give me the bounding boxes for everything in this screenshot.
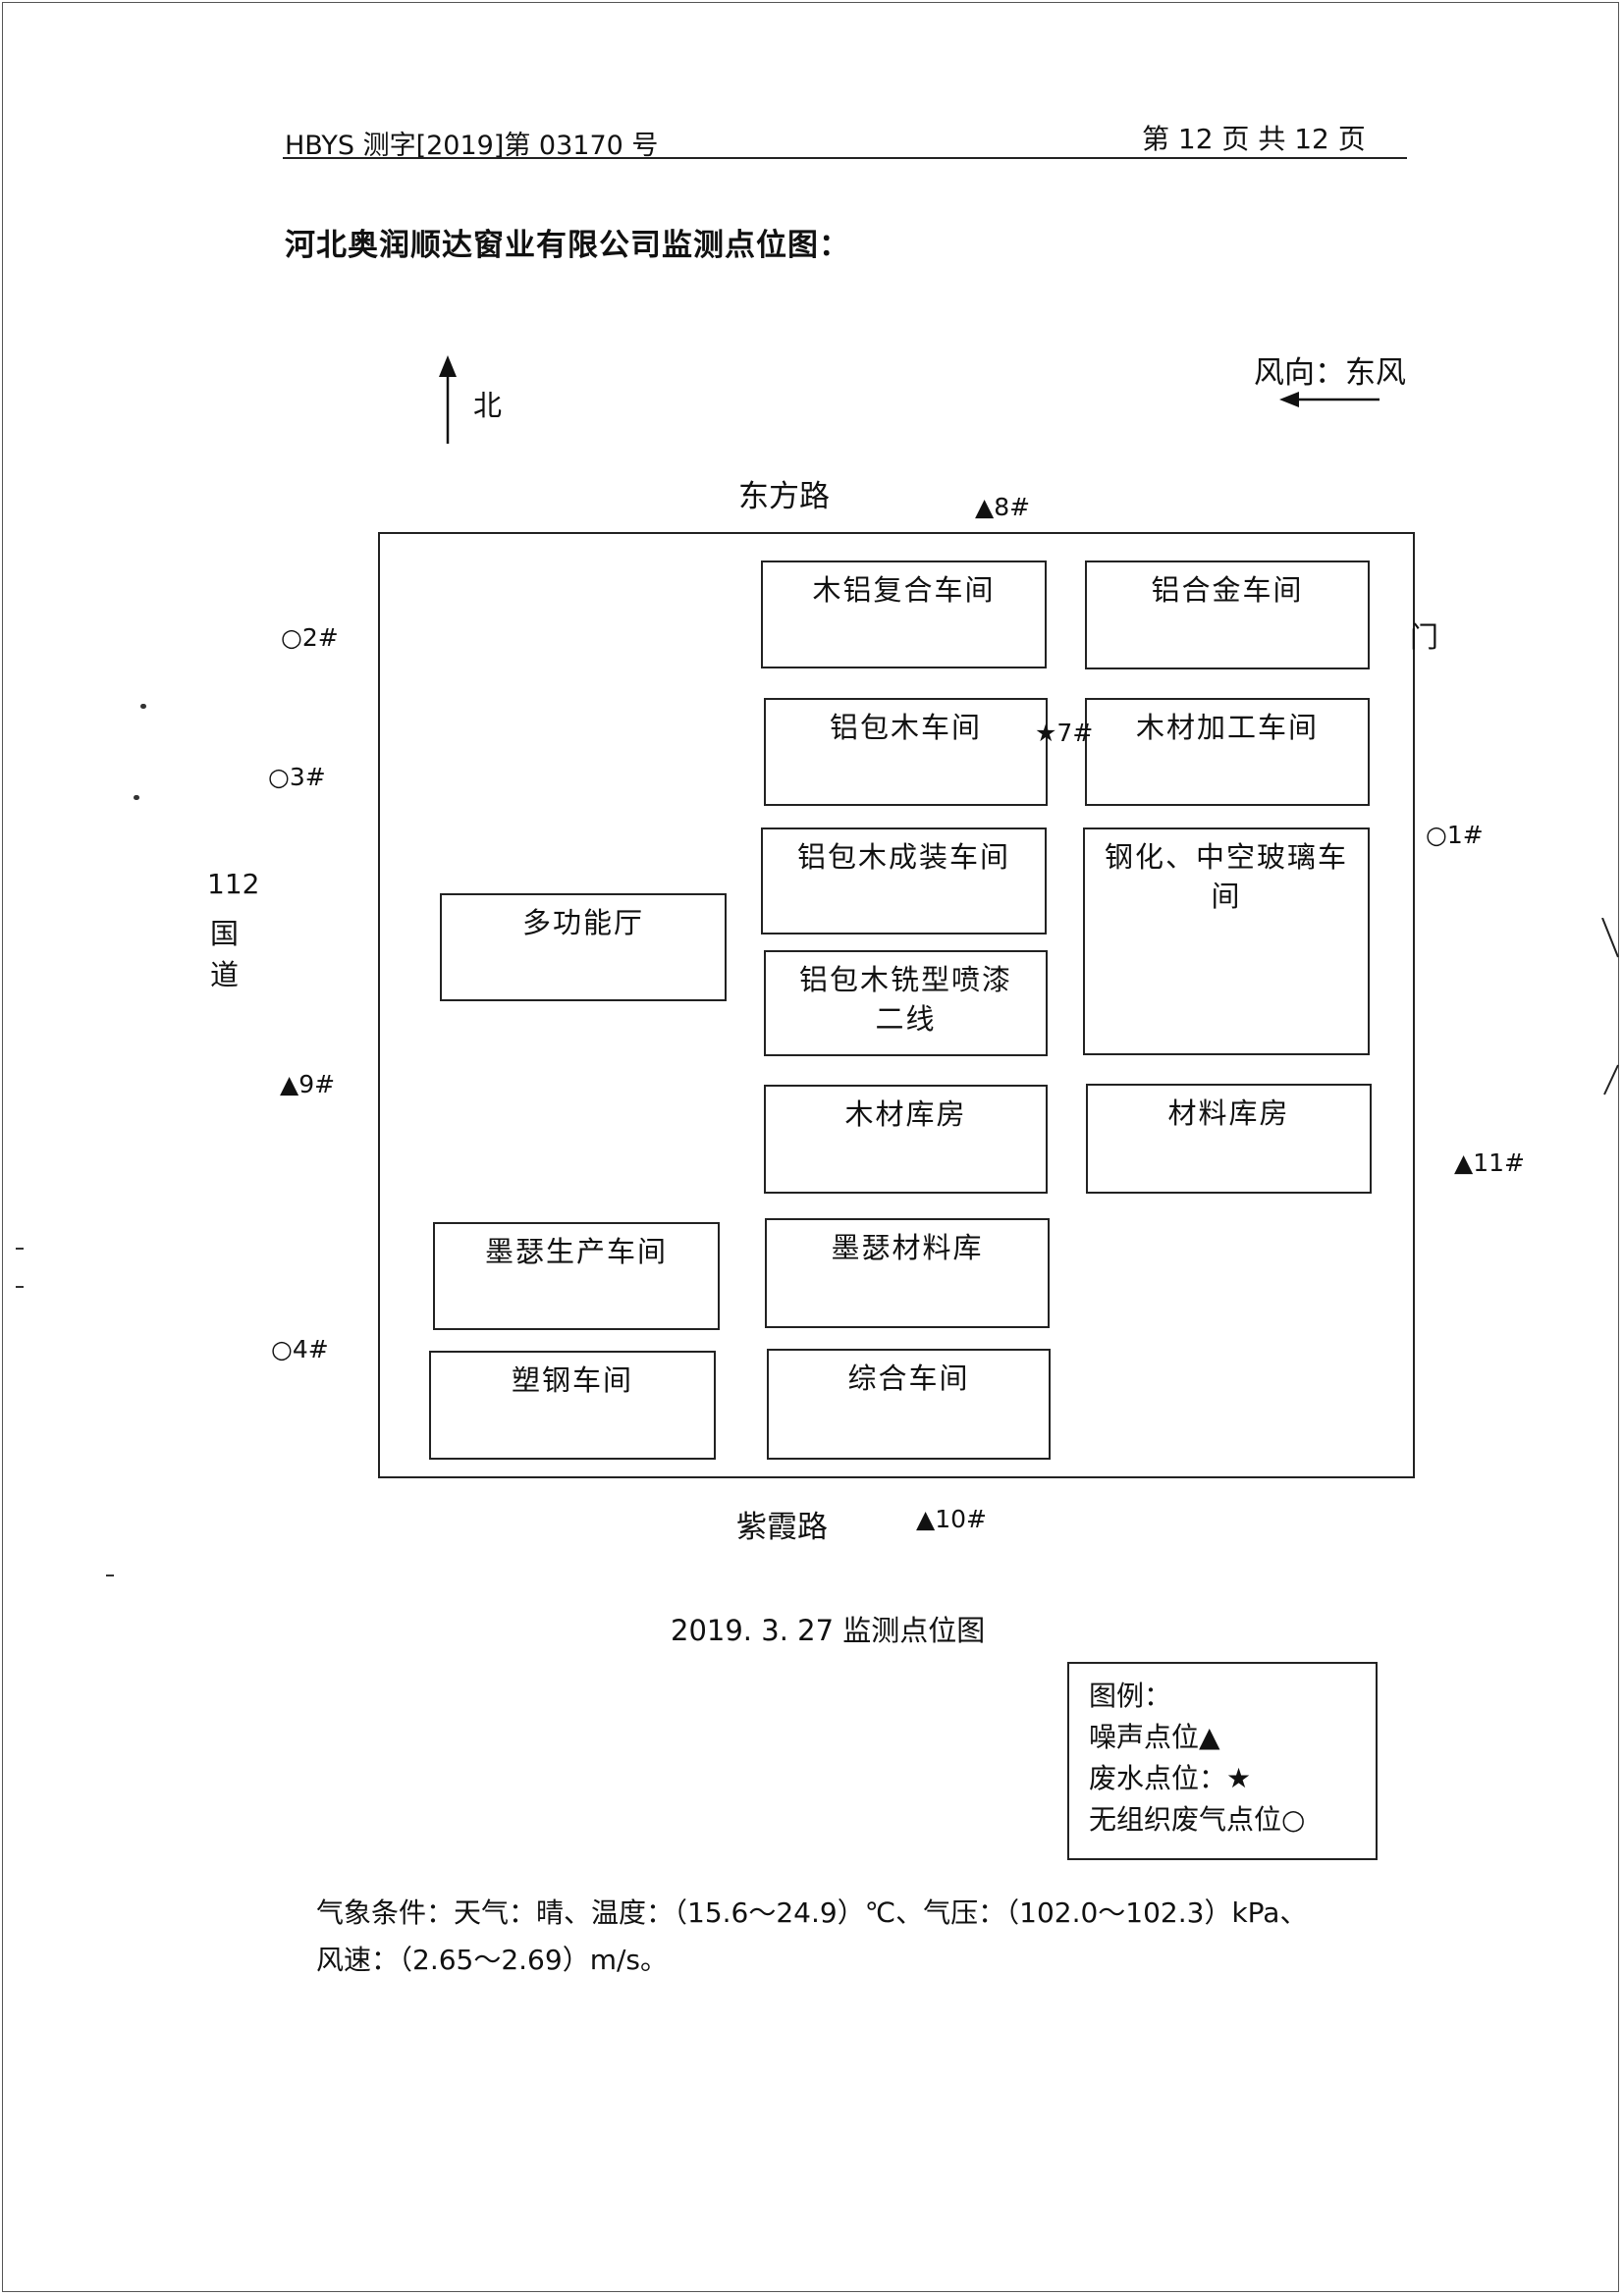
point-noise-8: ▲8# [975,493,1031,521]
point-wastewater-7: ★7# [1035,719,1094,747]
scan-speck [16,1286,24,1288]
weather-line-1: 气象条件：天气：晴、温度：（15.6～24.9）℃、气压：（102.0～102.… [316,1896,1308,1929]
legend-wastewater: 废水点位：★ [1089,1762,1252,1794]
point-gas-3: ○3# [268,763,326,791]
legend-noise: 噪声点位▲ [1089,1721,1220,1753]
report-number: HBYS 测字[2019]第 03170 号 [285,131,659,161]
building-mose-workshop: 墨瑟生产车间 [433,1222,720,1330]
building-spray-line-2: 二线 [875,1002,937,1036]
wind-arrow-icon [1279,392,1380,407]
building-plastic-steel: 塑钢车间 [429,1351,716,1460]
building-glass-line-1: 钢化、中空玻璃车 [1104,840,1348,874]
building-material-store: 材料库房 [1086,1084,1372,1194]
building-spray-line-1: 铝包木铣型喷漆 [798,963,1012,996]
legend-title: 图例： [1089,1680,1172,1712]
point-gas-2: ○2# [281,623,339,652]
building-timber-store: 木材库房 [764,1085,1048,1194]
point-noise-10: ▲10# [916,1505,987,1533]
building-alloy-workshop: 铝合金车间 [1085,561,1370,669]
road-west-char-2: 道 [210,958,240,991]
header-rule [283,157,1407,159]
road-west-char-1: 国 [210,917,240,950]
building-alu-clad-assembly: 铝包木成装车间 [761,828,1047,934]
building-mose-store: 墨瑟材料库 [765,1218,1050,1328]
building-general-workshop: 综合车间 [767,1349,1051,1460]
road-north-label: 东方路 [738,479,830,514]
document-title: 河北奥润顺达窗业有限公司监测点位图： [285,228,850,263]
building-wood-processing: 木材加工车间 [1085,698,1370,806]
north-label: 北 [473,389,503,422]
point-noise-9: ▲9# [280,1070,336,1098]
page-info: 第 12 页 共 12 页 [1142,123,1366,155]
north-arrow-icon [439,355,457,444]
building-glass-workshop: 钢化、中空玻璃车 间 [1083,828,1370,1055]
building-wood-alu-composite: 木铝复合车间 [761,561,1047,668]
building-alu-clad-wood: 铝包木车间 [764,698,1048,806]
point-gas-1: ○1# [1426,821,1484,849]
scan-speck [106,1575,114,1576]
road-west-number: 112 [207,868,260,900]
building-spray-line: 铝包木铣型喷漆 二线 [764,950,1048,1056]
scan-speck [134,795,139,800]
weather-conditions: 气象条件：天气：晴、温度：（15.6～24.9）℃、气压：（102.0～102.… [316,1890,1307,1984]
building-multi-function-hall: 多功能厅 [440,893,727,1001]
legend-box: 图例： 噪声点位▲ 废水点位：★ 无组织废气点位○ [1067,1662,1378,1860]
road-south-label: 紫霞路 [736,1510,828,1545]
scan-speck [16,1248,24,1250]
weather-line-2: 风速：（2.65～2.69）m/s。 [316,1944,668,1976]
point-gas-4: ○4# [271,1335,329,1363]
wind-direction-label: 风向：东风 [1254,355,1406,391]
scan-speck [140,704,146,709]
map-caption: 2019. 3. 27 监测点位图 [671,1614,986,1647]
gate-label: 门 [1410,620,1439,654]
site-boundary [378,532,1415,1478]
point-noise-11: ▲11# [1454,1148,1525,1177]
building-glass-line-2: 间 [1211,880,1242,913]
legend-gas: 无组织废气点位○ [1089,1803,1306,1836]
scan-edge-mark [1601,918,1619,1095]
